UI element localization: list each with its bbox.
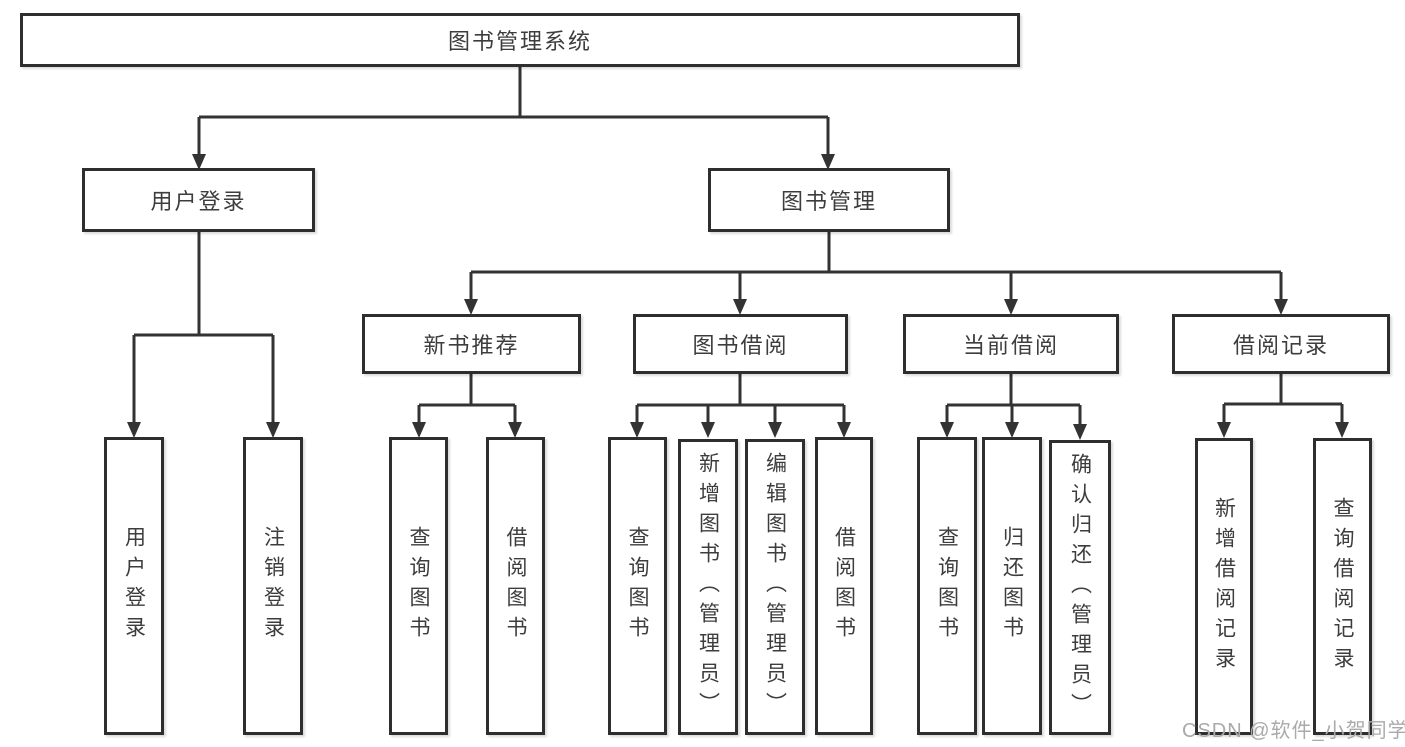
connector-borrow-record-to-leaves [1217,374,1349,438]
node-label: 借阅图书 [504,526,527,646]
node-label: 新增借阅记录 [1212,496,1236,677]
leaf-borrow-books-2: 借阅图书 [815,437,873,735]
node-label: 编辑图书（管理员） [763,452,787,722]
node-label: 查询借阅记录 [1331,496,1354,677]
connector-new-book-to-leaves [412,374,522,438]
node-label: 注销登录 [261,526,285,646]
leaf-query-books-2: 查询图书 [608,437,667,735]
node-label: 新书推荐 [423,333,520,358]
node-book-management: 图书管理 [708,168,950,232]
leaf-query-books-3: 查询图书 [917,437,977,735]
node-user-login: 用户登录 [82,168,315,232]
node-root-system: 图书管理系统 [20,13,1020,67]
node-label: 图书管理系统 [447,29,592,54]
leaf-logout: 注销登录 [243,437,303,735]
leaf-query-books-1: 查询图书 [389,437,448,735]
leaf-edit-book-admin: 编辑图书（管理员） [745,439,805,735]
connector-current-borrow-to-leaves [940,374,1087,440]
node-label: 用户登录 [150,189,247,214]
node-label: 新增图书（管理员） [696,452,720,722]
node-label: 当前借阅 [962,333,1059,358]
node-label: 归还图书 [1000,526,1024,646]
leaf-user-login: 用户登录 [104,437,164,735]
leaf-borrow-books-1: 借阅图书 [486,437,545,735]
node-label: 图书管理 [780,189,877,214]
leaf-confirm-return-admin: 确认归还（管理员） [1049,440,1111,735]
connector-book-mgmt-to-level3 [464,232,1288,315]
connector-root-to-level2 [192,67,835,170]
node-borrow-record: 借阅记录 [1172,314,1390,374]
node-new-book-recommend: 新书推荐 [362,314,581,374]
node-current-borrow: 当前借阅 [903,314,1119,374]
leaf-add-borrow-record: 新增借阅记录 [1195,438,1253,735]
leaf-add-book-admin: 新增图书（管理员） [678,439,738,735]
node-label: 查询图书 [935,526,959,646]
connector-book-borrow-to-leaves [630,374,851,438]
leaf-query-borrow-record: 查询借阅记录 [1313,438,1372,735]
node-label: 用户登录 [122,526,146,646]
node-label: 查询图书 [407,526,430,646]
node-label: 借阅记录 [1232,333,1329,358]
csdn-watermark: CSDN @软件_小贺同学 [1182,720,1405,742]
node-label: 借阅图书 [832,526,856,646]
node-book-borrow: 图书借阅 [633,314,848,374]
connector-user-login-to-leaves [127,232,280,438]
node-label: 确认归还（管理员） [1068,452,1092,723]
node-label: 查询图书 [626,526,649,646]
node-label: 图书借阅 [692,333,789,358]
leaf-return-book: 归还图书 [982,437,1042,735]
